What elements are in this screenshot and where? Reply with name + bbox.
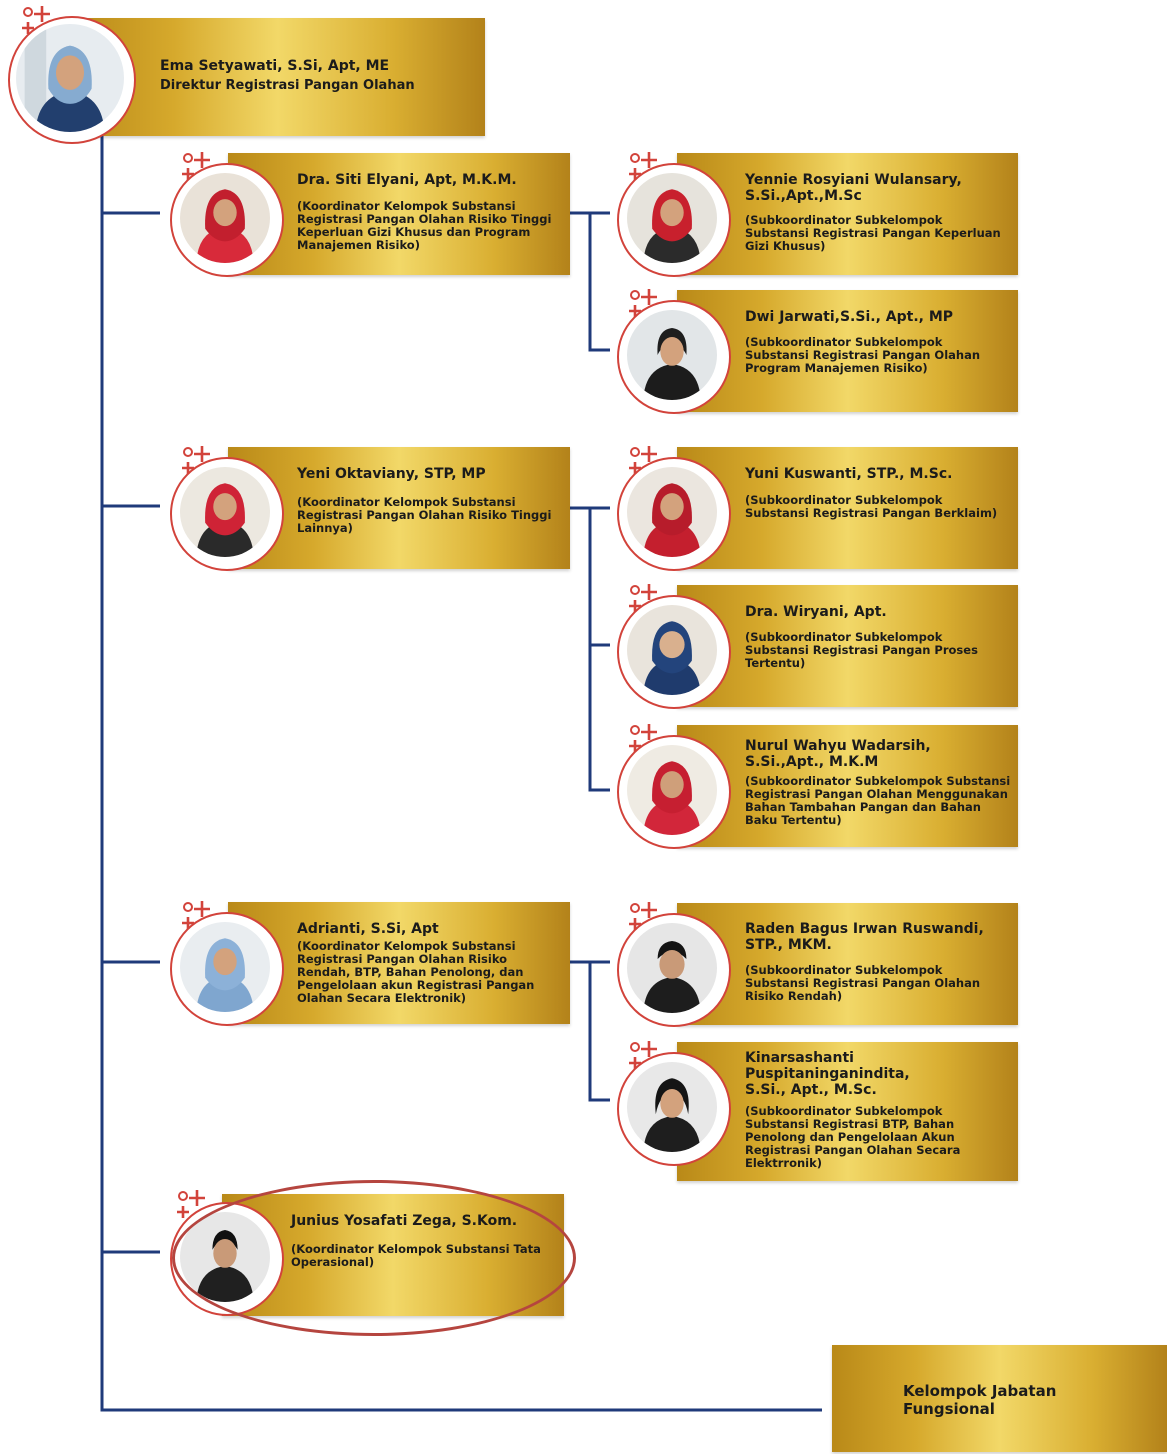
subcoordinator-photo xyxy=(627,605,717,695)
director-photo xyxy=(16,24,124,132)
coordinator-decor-icon xyxy=(180,899,220,933)
subcoordinator-role: (Subkoordinator Subkelompok Substansi Re… xyxy=(745,213,1001,253)
subcoordinator-photo xyxy=(627,745,717,835)
subcoordinator-photo xyxy=(627,173,717,263)
subcoordinator-card xyxy=(677,1042,1018,1181)
subcoordinator-card xyxy=(677,725,1018,847)
director-card xyxy=(70,18,485,136)
subcoordinator-photo xyxy=(627,310,717,400)
subcoordinator-decor-icon xyxy=(627,1039,667,1073)
subcoordinator-photo xyxy=(627,923,717,1013)
coordinator-name: Yeni Oktaviany, STP, MP xyxy=(297,466,486,482)
subcoordinator-name: Kinarsashanti Puspitaninganindita, S.Si.… xyxy=(745,1050,910,1098)
coordinator-name: Dra. Siti Elyani, Apt, M.K.M. xyxy=(297,172,517,188)
coordinator-decor-icon xyxy=(180,150,220,184)
coordinator-photo xyxy=(180,922,270,1012)
subcoordinator-name: Nurul Wahyu Wadarsih, S.Si.,Apt., M.K.M xyxy=(745,738,931,770)
subcoordinator-photo xyxy=(627,467,717,557)
subcoordinator-decor-icon xyxy=(627,722,667,756)
subcoordinator-role: (Subkoordinator Subkelompok Substansi Re… xyxy=(745,493,998,520)
subcoordinator-card xyxy=(677,585,1018,707)
subcoordinator-photo xyxy=(627,1062,717,1152)
coordinator-role: (Koordinator Kelompok Substansi Registra… xyxy=(297,199,552,252)
subcoordinator-name: Dwi Jarwati,S.Si., Apt., MP xyxy=(745,309,954,325)
highlight-ellipse xyxy=(172,1180,576,1336)
director-decor-icon xyxy=(20,4,60,38)
coordinator-photo xyxy=(180,173,270,263)
subcoordinator-card xyxy=(677,903,1018,1025)
subcoordinator-decor-icon xyxy=(627,900,667,934)
coordinator-decor-icon xyxy=(175,1188,215,1222)
subcoordinator-name: Raden Bagus Irwan Ruswandi, STP., MKM. xyxy=(745,921,984,953)
coordinator-card xyxy=(228,902,570,1024)
subcoordinator-decor-icon xyxy=(627,150,667,184)
functional-group-label: Kelompok Jabatan Fungsional xyxy=(903,1382,1057,1418)
subcoordinator-name: Yuni Kuswanti, STP., M.Sc. xyxy=(745,466,953,482)
subcoordinator-card xyxy=(677,447,1018,569)
subcoordinator-role: (Subkoordinator Subkelompok Substansi Re… xyxy=(745,630,978,670)
subcoordinator-role: (Subkoordinator Subkelompok Substansi Re… xyxy=(745,963,981,1003)
subcoordinator-decor-icon xyxy=(627,582,667,616)
subcoordinator-role: (Subkoordinator Subkelompok Substansi Re… xyxy=(745,1104,961,1170)
coordinator-card xyxy=(228,447,570,569)
subcoordinator-card xyxy=(677,290,1018,412)
subcoordinator-decor-icon xyxy=(627,444,667,478)
coordinator-name: Adrianti, S.Si, Apt xyxy=(297,921,439,937)
subcoordinator-name: Dra. Wiryani, Apt. xyxy=(745,604,887,620)
subcoordinator-card xyxy=(677,153,1018,275)
coordinator-role: (Koordinator Kelompok Substansi Registra… xyxy=(297,495,552,535)
coordinator-photo xyxy=(180,467,270,557)
subcoordinator-decor-icon xyxy=(627,287,667,321)
subcoordinator-role: (Subkoordinator Subkelompok Substansi Re… xyxy=(745,774,1011,827)
director-role: Direktur Registrasi Pangan Olahan xyxy=(160,78,415,93)
subcoordinator-role: (Subkoordinator Subkelompok Substansi Re… xyxy=(745,335,981,375)
director-name: Ema Setyawati, S.Si, Apt, ME xyxy=(160,58,390,74)
subcoordinator-name: Yennie Rosyiani Wulansary, S.Si.,Apt.,M.… xyxy=(745,172,962,204)
coordinator-card xyxy=(228,153,570,275)
functional-group-card xyxy=(832,1345,1167,1452)
coordinator-role: (Koordinator Kelompok Substansi Registra… xyxy=(297,939,535,1005)
coordinator-decor-icon xyxy=(180,444,220,478)
